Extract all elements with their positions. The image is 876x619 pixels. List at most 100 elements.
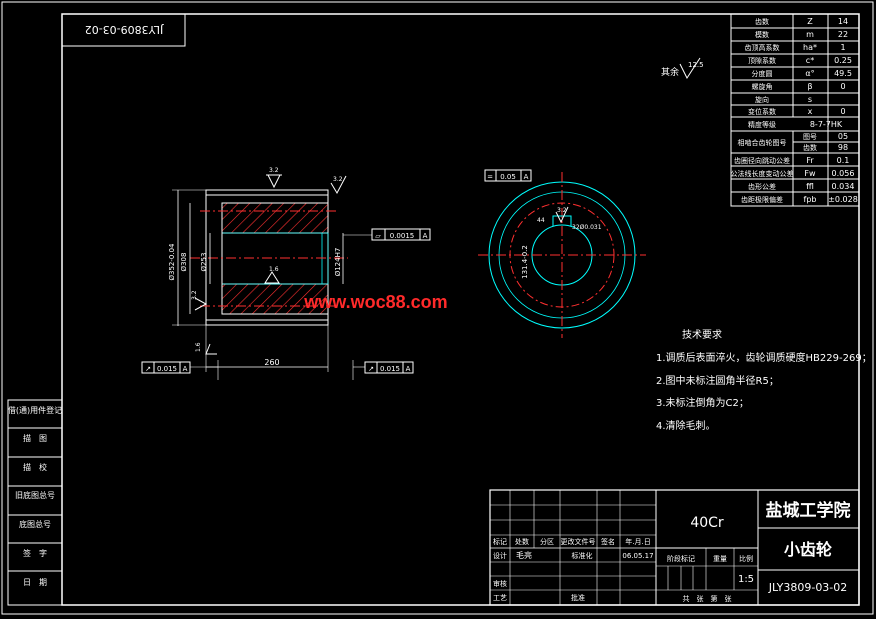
hdr-count: 处数 bbox=[515, 537, 529, 546]
param-val-grade: 8-7-7HK bbox=[810, 120, 843, 129]
gear-parameter-table: 齿数 Z 14 模数 m 22 齿顶高系数 ha* 1 顶隙系数 c* 0.25… bbox=[730, 13, 860, 207]
param-val-x: 0 bbox=[840, 107, 845, 116]
drawing-number: JLY3809-03-02 bbox=[768, 581, 848, 594]
end-view: 44 3.2 32Ø0.031 131.4-0.2 = 0.05 A bbox=[478, 169, 646, 338]
weight-label: 重量 bbox=[713, 555, 727, 563]
tol-sym-fpb: fpb bbox=[804, 195, 817, 204]
flatness-ref: A bbox=[423, 232, 428, 240]
param-val-z: 14 bbox=[838, 17, 848, 26]
part-name: 小齿轮 bbox=[784, 540, 832, 559]
flipped-drawing-number: JLY3809-03-02 bbox=[85, 23, 165, 36]
param-sym-ha: ha* bbox=[803, 43, 817, 52]
approve-label: 批准 bbox=[571, 593, 585, 602]
tech-req-item-3: 3.未标注倒角为C2； bbox=[656, 396, 749, 409]
pair-v2: 98 bbox=[838, 143, 848, 152]
roughness-rest-prefix: 其余 bbox=[661, 66, 679, 78]
watermark: www.woc88.com bbox=[303, 292, 447, 312]
roughness-rest-note: 其余 12.5 bbox=[661, 57, 704, 80]
bore-dimension: Ø124H7 bbox=[334, 248, 342, 277]
param-name-dir: 旋向 bbox=[755, 95, 769, 104]
tech-req-item-2: 2.图中未标注圆角半径R5； bbox=[656, 374, 779, 387]
tol-val-fw: 0.056 bbox=[832, 169, 855, 178]
inner-border bbox=[61, 13, 860, 606]
keyway-width: 44 bbox=[537, 217, 545, 224]
runout-right-ref: A bbox=[406, 365, 411, 373]
title-block: 标记 处数 分区 更改文件号 签名 年.月.日 设计 毛亮 标准化 06.05.… bbox=[489, 489, 860, 606]
sheets-label: 共 张 第 张 bbox=[683, 594, 732, 603]
margin-label-3: 旧底图总号 bbox=[15, 490, 55, 500]
material: 40Cr bbox=[690, 515, 724, 531]
flatness-value: 0.0015 bbox=[390, 232, 415, 240]
tol-val-fr: 0.1 bbox=[837, 156, 850, 165]
param-sym-x: x bbox=[808, 107, 813, 116]
tol-name-ff: 齿形公差 bbox=[748, 182, 776, 191]
tol-sym-ff: ffl bbox=[806, 182, 814, 191]
length-dimension: 260 bbox=[264, 358, 279, 367]
svg-text:=: = bbox=[487, 173, 493, 181]
flatness-symbol: ▱ bbox=[375, 232, 381, 240]
technical-requirements: 技术要求 1.调质后表面淬火，齿轮调质硬度HB229-269； 2.图中未标注圆… bbox=[656, 328, 872, 432]
param-val-ha: 1 bbox=[840, 43, 845, 52]
section-view: Ø352-0.04 Ø308 Ø253 Ø124H7 260 3.2 3.2 1… bbox=[141, 167, 431, 380]
od-dimension: Ø352-0.04 bbox=[168, 243, 176, 281]
param-val-c: 0.25 bbox=[834, 56, 852, 65]
tol-name-fw: 公法线长度变动公差 bbox=[731, 169, 794, 178]
pair-gear-label: 相啮合齿轮图号 bbox=[738, 138, 787, 147]
tech-req-title: 技术要求 bbox=[682, 328, 722, 341]
standardization-label: 标准化 bbox=[572, 551, 593, 560]
param-name-alpha: 分度圆 bbox=[752, 69, 773, 78]
tol-val-fpb: ±0.028 bbox=[828, 195, 858, 204]
runout-right-value: 0.015 bbox=[380, 365, 400, 373]
bottom-roughness: 1.6 bbox=[195, 342, 202, 352]
param-sym-c: c* bbox=[806, 56, 814, 65]
school-name: 盐城工学院 bbox=[766, 500, 851, 521]
runout-left-value: 0.015 bbox=[157, 365, 177, 373]
inner-dimension: Ø253 bbox=[200, 253, 208, 272]
scale-value: 1:5 bbox=[738, 574, 754, 585]
keyway-dimension: 32Ø0.031 bbox=[572, 224, 602, 231]
parallelism-ref: A bbox=[524, 173, 529, 181]
pair-sub1: 图号 bbox=[803, 133, 817, 141]
designer-name: 毛亮 bbox=[516, 550, 532, 560]
tol-val-ff: 0.034 bbox=[832, 182, 855, 191]
design-label: 设计 bbox=[493, 551, 507, 560]
stage-label: 阶段标记 bbox=[667, 554, 695, 563]
param-sym-beta: β bbox=[807, 82, 812, 91]
tol-name-fpb: 齿距极限偏差 bbox=[741, 195, 783, 204]
param-name-grade: 精度等级 bbox=[748, 120, 776, 129]
review-label: 审核 bbox=[493, 579, 507, 588]
keyway-roughness: 3.2 bbox=[557, 207, 567, 214]
param-name-c: 顶隙系数 bbox=[748, 56, 776, 65]
param-val-m: 22 bbox=[838, 30, 848, 39]
hdr-change-doc: 更改文件号 bbox=[561, 537, 596, 546]
top-roughness-2: 3.2 bbox=[333, 176, 343, 183]
param-name-m: 模数 bbox=[755, 30, 769, 39]
param-val-alpha: 49.5 bbox=[834, 69, 852, 78]
margin-label-1: 描 图 bbox=[23, 433, 47, 443]
param-name-z: 齿数 bbox=[755, 17, 769, 26]
tol-sym-fw: Fw bbox=[804, 169, 816, 178]
param-sym-dir: s bbox=[808, 95, 812, 104]
hdr-zone: 分区 bbox=[540, 537, 554, 546]
param-sym-m: m bbox=[806, 30, 814, 39]
svg-text:↗: ↗ bbox=[145, 365, 151, 373]
hdr-date: 年.月.日 bbox=[625, 537, 650, 546]
pair-v1: 05 bbox=[838, 132, 848, 141]
parallelism-value: 0.05 bbox=[500, 173, 516, 181]
margin-label-6: 日 期 bbox=[23, 578, 47, 587]
margin-label-2: 描 校 bbox=[23, 462, 47, 472]
param-sym-alpha: α° bbox=[805, 69, 814, 78]
svg-text:↗: ↗ bbox=[368, 365, 374, 373]
keyway-height: 131.4-0.2 bbox=[521, 245, 529, 279]
param-val-beta: 0 bbox=[840, 82, 845, 91]
side-roughness: 3.2 bbox=[191, 290, 198, 300]
param-sym-z: Z bbox=[807, 17, 813, 26]
bore-roughness: 1.6 bbox=[269, 266, 279, 273]
tol-name-fr: 齿圈径向跳动公差 bbox=[734, 156, 790, 165]
left-margin-table: 借(通)用件登记 描 图 描 校 旧底图总号 底图总号 签 字 日 期 bbox=[7, 399, 63, 606]
scale-label: 比例 bbox=[739, 554, 753, 563]
tech-req-item-4: 4.清除毛刺。 bbox=[656, 419, 716, 432]
